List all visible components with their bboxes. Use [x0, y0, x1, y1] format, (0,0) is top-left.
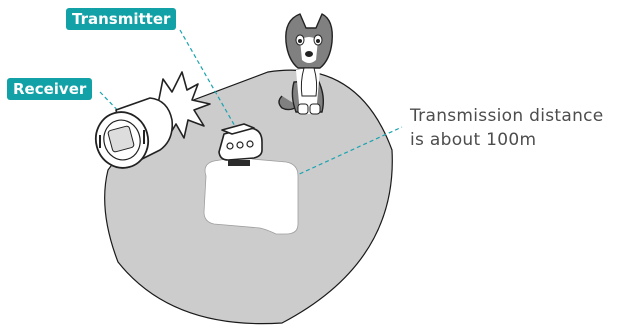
transmitter-device-icon: [218, 123, 263, 166]
transmitter-label: Transmitter: [66, 8, 177, 30]
camera-body-icon: [203, 149, 299, 235]
distance-caption: Transmission distance is about 100m: [410, 104, 604, 152]
receiver-flash-icon: [94, 97, 174, 169]
distance-caption-line-1: Transmission distance: [410, 106, 604, 126]
dog-icon: [278, 13, 333, 115]
distance-caption-line-2: is about 100m: [410, 130, 537, 150]
receiver-label: Receiver: [7, 78, 93, 100]
transmitter-leader-line: [179, 29, 237, 129]
